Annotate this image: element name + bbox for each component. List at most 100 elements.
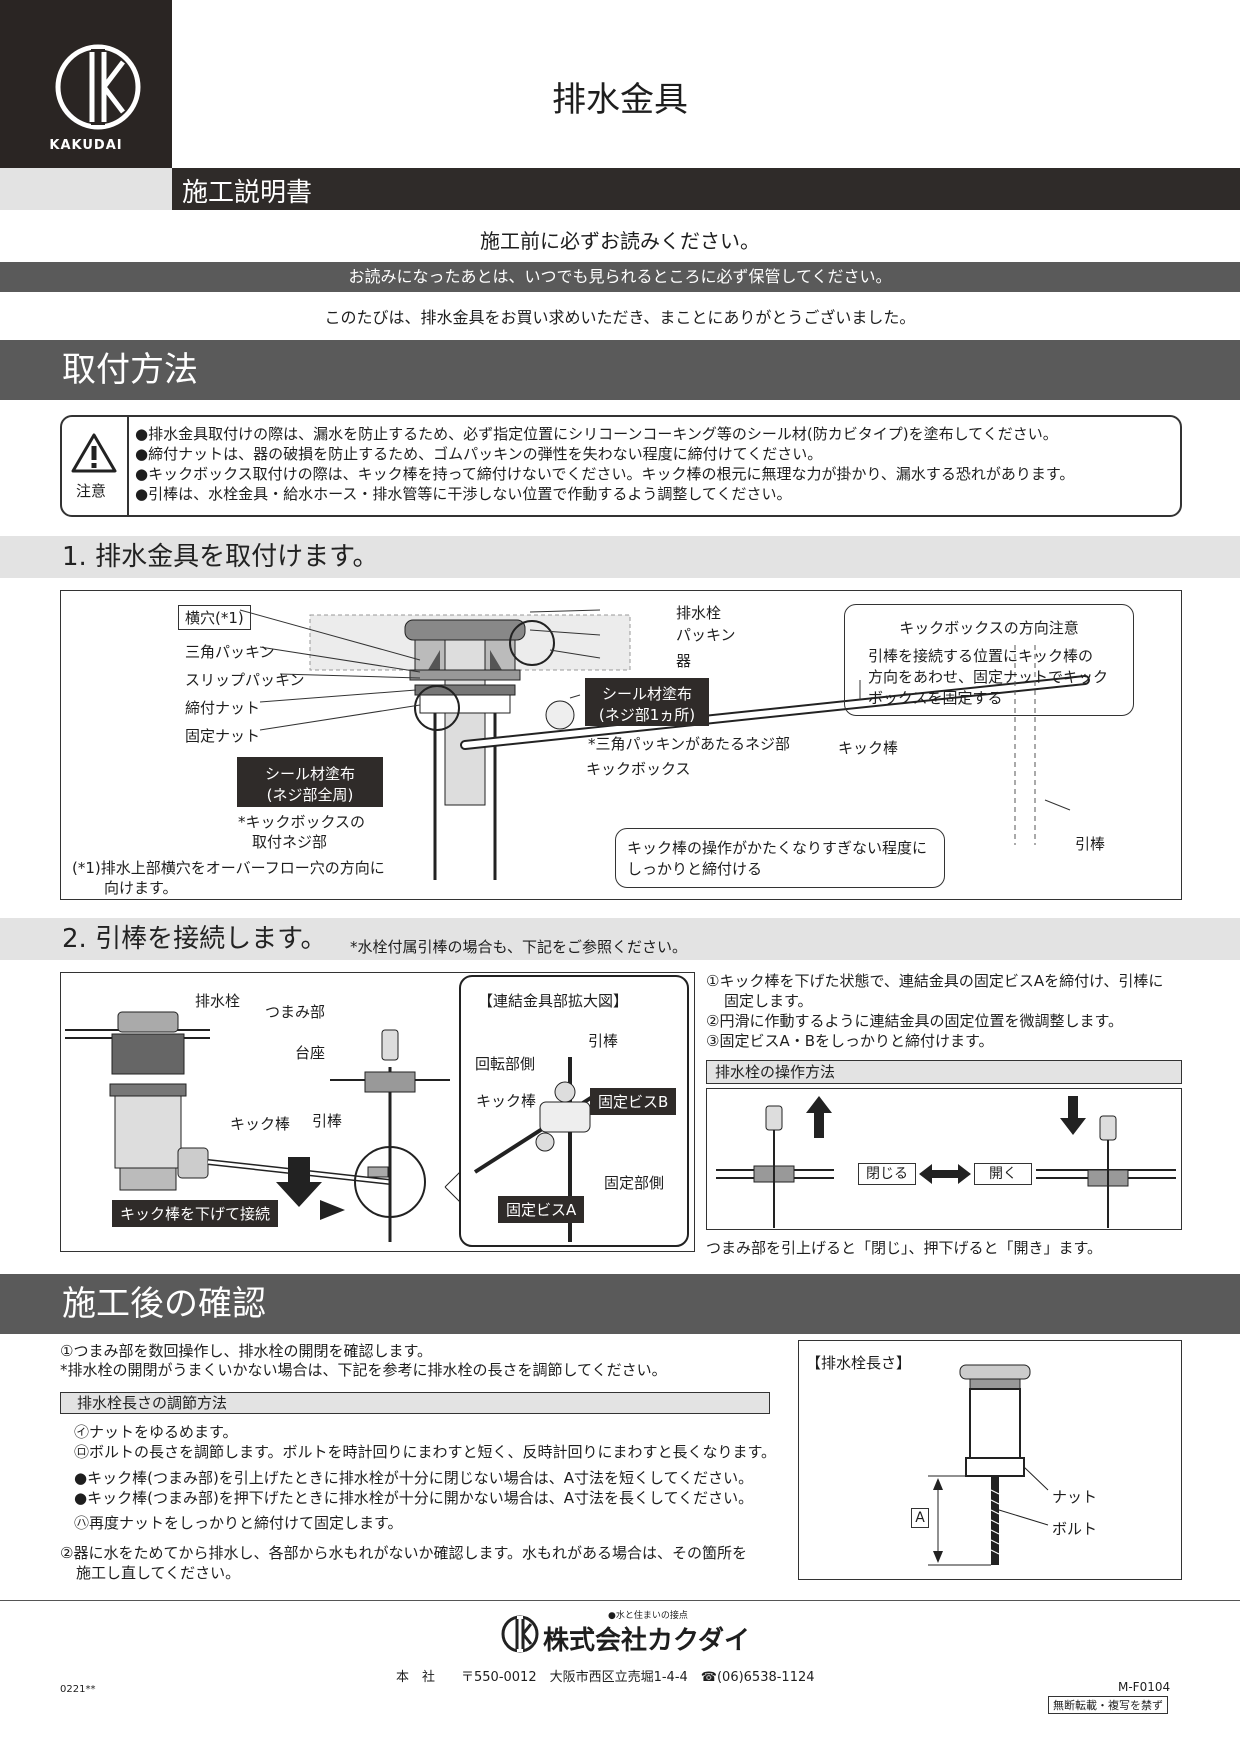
adjust-step-ro: ㋺ボルトの長さを調節します。ボルトを時計回りにまわすと短く、反時計回りにまわすと… (74, 1443, 777, 1461)
detail-screw-a: 固定ビスA (498, 1196, 585, 1223)
footnote-line-1: (*1)排水上部横穴をオーバーフロー穴の方向に (72, 859, 385, 877)
label-kotei-nut: 固定ナット (185, 727, 261, 745)
operation-figure-box (706, 1088, 1182, 1230)
s2-label-hikibo: 引棒 (312, 1112, 343, 1130)
caution-label: 注意 (76, 482, 107, 500)
s2-label-tsumami: つまみ部 (265, 1003, 326, 1021)
label-kickbo: キック棒 (838, 739, 899, 757)
dim-a-label: A (911, 1508, 929, 1528)
final-line-1: ②器に水をためてから排水し、各部から水もれがないか確認します。水もれがある場合は… (60, 1544, 747, 1562)
detail-title: 【連結金具部拡大図】 (478, 992, 629, 1010)
company-name: 株式会社カクダイ (543, 1626, 750, 1656)
step2-instr-2: ②円滑に作動するように連結金具の固定位置を微調整します。 (706, 1012, 1123, 1030)
company-address: 本 社 〒550-0012 大阪市西区立売堀1-4-4 ☎(06)6538-11… (396, 1670, 815, 1685)
step1-figure-box (60, 590, 1182, 900)
read-before-text: 施工前に必ずお読みください。 (480, 229, 760, 253)
label-shimetsuke-nut: 締付ナット (185, 699, 261, 717)
keep-note-bar: お読みになったあとは、いつでも見られるところに必ず保管してください。 (0, 262, 1240, 292)
push-down-callout: キック棒を下げて接続 (112, 1200, 279, 1227)
thanks-text: このたびは、排水金具をお買い求めいただき、まことにありがとうございました。 (324, 308, 916, 327)
caution-box (60, 415, 1182, 517)
detail-hikibo: 引棒 (588, 1032, 619, 1050)
seal-callout-1: シール材塗布 (ネジ部1ヵ所) (585, 678, 709, 726)
detail-screw-b: 固定ビスB (590, 1088, 677, 1115)
manual-label: 施工説明書 (182, 178, 313, 208)
caution-line-1: ●排水金具取付けの際は、漏水を防止するため、必ず指定位置にシリコーンコーキング等… (135, 425, 1058, 443)
direction-note-line-2: 方向をあわせ、固定ナットでキック (868, 668, 1109, 686)
step2-subnote: *水栓付属引棒の場合も、下記をご参照ください。 (350, 938, 688, 956)
length-box-title: 【排水栓長さ】 (806, 1354, 912, 1372)
copyright-note: 無断転載・複写を禁ず (1048, 1696, 1168, 1714)
manual-bar (172, 168, 1240, 210)
step2-heading: 2. 引棒を接続します。 (0, 918, 1240, 960)
seal-callout-1-line2: (ネジ部1ヵ所) (598, 706, 696, 724)
manual-bar-left (0, 168, 172, 210)
adjust-step-i: ㋑ナットをゆるめます。 (74, 1423, 238, 1441)
operation-diagram (716, 1096, 1176, 1228)
detail-kickbo: キック棒 (476, 1092, 537, 1110)
footnote-line-2: 向けます。 (104, 879, 178, 897)
drain-assembly-diagram (239, 609, 1090, 880)
seal-callout-2: シール材塗布 (ネジ部全周) (237, 757, 383, 807)
label-sankaku-packing: 三角パッキン (185, 643, 275, 661)
tighten-note-box (615, 828, 945, 888)
direction-note-title: キックボックスの方向注意 (899, 619, 1079, 637)
after-line-1: ①つまみ部を数回操作し、排水栓の開閉を確認します。 (60, 1342, 432, 1360)
adjust-bullet-2: ●キック棒(つまみ部)を押下げたときに排水栓が十分に開かない場合は、A寸法を長く… (74, 1489, 754, 1507)
drain-length-diagram (928, 1364, 1049, 1566)
open-label: 開く (974, 1163, 1032, 1185)
close-label: 閉じる (858, 1163, 916, 1185)
operation-title: 排水栓の操作方法 (706, 1060, 1182, 1084)
install-heading: 取付方法 (0, 340, 1240, 400)
adjust-step-ha: ㋩再度ナットをしっかりと締付けて固定します。 (74, 1514, 403, 1532)
warning-icon (71, 433, 117, 473)
after-line-2: *排水栓の開閉がうまくいかない場合は、下記を参考に排水栓の長さを調節してください… (60, 1361, 667, 1379)
seal-callout-2-line2: (ネジ部全周) (266, 786, 354, 804)
seal-callout-1-note: *三角パッキンがあたるネジ部 (588, 735, 791, 753)
step2-figure-box (60, 972, 695, 1252)
label-packing: パッキン (676, 626, 736, 644)
label-haisuisen: 排水栓 (676, 604, 722, 622)
product-title: 排水金具 (552, 80, 688, 120)
brand-logo-text: KAKUDAI (49, 138, 123, 153)
lever-connection-diagram (65, 975, 689, 1247)
step2-instr-1: ①キック棒を下げた状態で、連結金具の固定ビスAを締付け、引棒に (706, 972, 1164, 990)
step2-instr-3: ③固定ビスA・Bをしっかりと締付けます。 (706, 1032, 994, 1050)
caution-line-3: ●キックボックス取付けの際は、キック棒を持って締付けないでください。キック棒の根… (135, 465, 1075, 483)
label-kickbox: キックボックス (586, 760, 691, 778)
kakudai-footer-logo-icon (501, 1615, 539, 1653)
seal-callout-2-note-2: 取付ネジ部 (252, 833, 328, 851)
document-code: M-F0104 (1118, 1680, 1171, 1694)
detail-kaiten-side: 回転部側 (475, 1055, 536, 1073)
length-box (798, 1340, 1182, 1580)
caution-line-4: ●引棒は、水栓金具・給水ホース・排水管等に干渉しない位置で作動するよう調整してく… (135, 485, 792, 503)
tighten-note-line-1: キック棒の操作がかたくなりすぎない程度に (627, 839, 928, 857)
footer-divider (0, 1600, 1240, 1601)
step1-heading: 1. 排水金具を取付けます。 (0, 536, 1240, 578)
label-utsuwa: 器 (676, 652, 692, 670)
adjust-title: 排水栓長さの調節方法 (60, 1392, 770, 1414)
lot-number: 0221** (60, 1684, 96, 1695)
s2-label-kickbo: キック棒 (230, 1115, 291, 1133)
label-hikibo: 引棒 (1075, 835, 1106, 853)
caution-divider (127, 417, 129, 515)
direction-note-line-3: ボックスを固定する (868, 689, 1003, 707)
after-heading: 施工後の確認 (0, 1274, 1240, 1334)
seal-callout-2-line1: シール材塗布 (264, 765, 355, 783)
label-yokoana: 横穴(*1) (178, 605, 251, 630)
direction-note-line-1: 引棒を接続する位置にキック棒の (868, 647, 1094, 665)
adjust-bullet-1: ●キック棒(つまみ部)を引上げたときに排水栓が十分に閉じない場合は、A寸法を短く… (74, 1469, 754, 1487)
tighten-note-line-2: しっかりと締付ける (627, 860, 763, 878)
s2-label-daiza: 台座 (295, 1044, 326, 1062)
kakudai-logo-icon (55, 44, 141, 130)
final-line-2: 施工し直してください。 (76, 1564, 241, 1582)
caution-line-2: ●締付ナットは、器の破損を防止するため、ゴムパッキンの弾性を失わない程度に締付け… (135, 445, 823, 463)
seal-callout-1-line1: シール材塗布 (601, 685, 692, 703)
length-label-nut: ナット (1052, 1488, 1098, 1506)
detail-kotei-side: 固定部側 (604, 1174, 665, 1192)
step2-instr-1b: 固定します。 (724, 992, 813, 1010)
label-slip-packing: スリップパッキン (185, 671, 305, 689)
company-tagline: ●水と住まいの接点 (608, 1611, 688, 1621)
length-label-bolt: ボルト (1052, 1520, 1098, 1538)
s2-label-haisuisen: 排水栓 (195, 992, 241, 1010)
